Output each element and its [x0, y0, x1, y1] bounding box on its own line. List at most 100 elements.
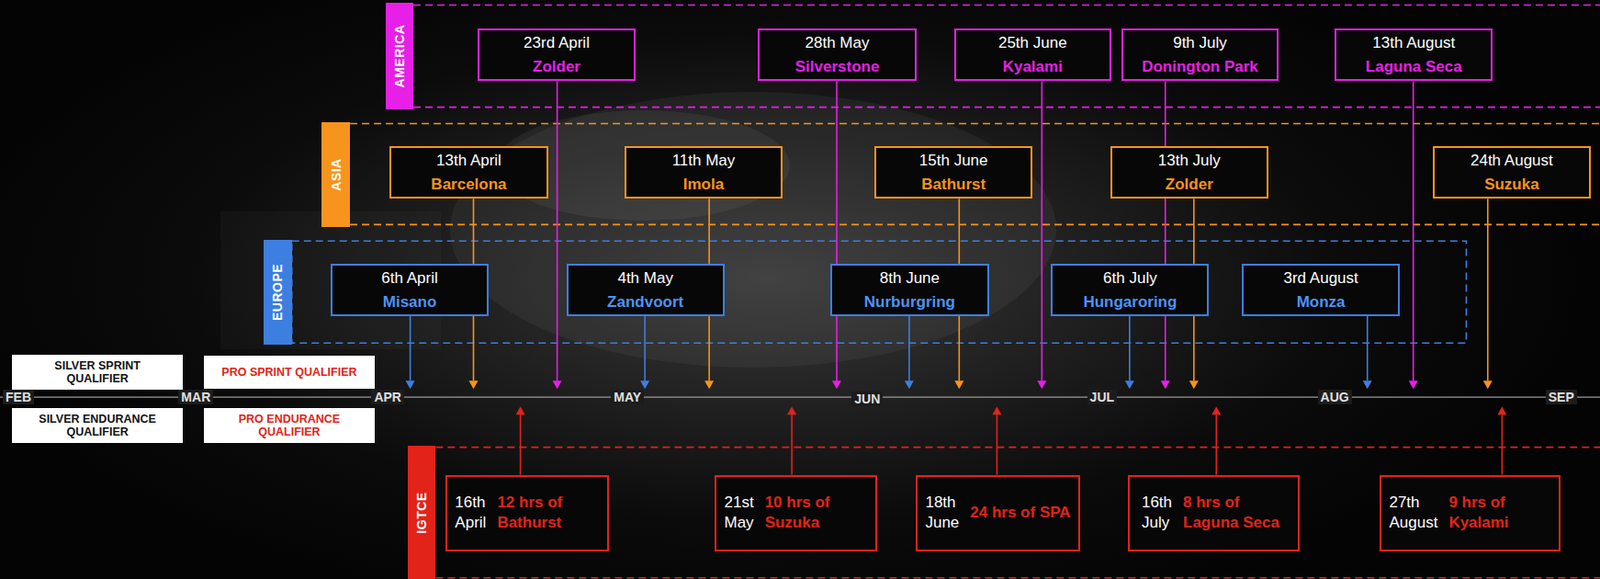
race-date: 21st May	[723, 492, 754, 533]
band-box: IGTCE	[407, 445, 436, 578]
leader-line	[908, 315, 911, 381]
venue-name: Nurburgring	[864, 292, 956, 312]
qual-content: SILVER SPRINT QUALIFIER	[28, 359, 167, 385]
qualifier-label: SILVER ENDURANCE QUALIFIER	[28, 412, 167, 439]
date-content: 6th JulyHungaroring	[1082, 268, 1177, 312]
band-line	[435, 446, 1600, 449]
leader-line	[1412, 80, 1415, 381]
event-date: 9th July	[1172, 33, 1228, 53]
leader-arrowhead	[1408, 380, 1419, 389]
layout-lines	[0, 5, 1600, 578]
car-silhouette	[450, 91, 1057, 368]
leader-arrowhead	[1036, 380, 1047, 389]
leader-line	[996, 414, 999, 474]
leader-arrowhead	[1483, 380, 1493, 389]
month-label: FEB	[2, 389, 34, 405]
race-title: 8 hrs of Laguna Seca	[1183, 492, 1286, 533]
date-content: 11th MayImola	[672, 150, 736, 194]
leader-line	[1040, 80, 1043, 381]
month-label: MAR	[178, 389, 214, 405]
venue-name: Silverstone	[795, 56, 880, 77]
date-box: 9th JulyDonington Park	[1121, 28, 1279, 81]
europe-region	[292, 240, 1467, 343]
month-label: MAY	[610, 389, 644, 405]
event-date: 8th June	[879, 268, 940, 288]
date-box: 3rd AugustMonza	[1241, 263, 1400, 316]
venue-name: Zandvoort	[607, 292, 684, 312]
leader-line	[1487, 198, 1489, 381]
date-content: 3rd AugustMonza	[1284, 268, 1359, 312]
venue-name: Misano	[383, 292, 438, 312]
date-box: 23rd AprilZolder	[477, 28, 636, 81]
leader-arrowhead	[787, 405, 797, 415]
qualifier-label: SILVER SPRINT QUALIFIER	[28, 359, 167, 385]
race-content: 16th April 12 hrs of Bathurst	[454, 492, 600, 533]
race-date: 27th August	[1388, 492, 1438, 533]
venue-name: Monza	[1296, 292, 1346, 312]
date-box: 13th JulyZolder	[1110, 146, 1269, 199]
timeline	[0, 395, 1600, 397]
date-box: 4th MayZandvoort	[566, 263, 725, 316]
event-date: 6th April	[381, 268, 438, 288]
venue-name: Barcelona	[430, 174, 507, 194]
leader-line	[835, 80, 838, 381]
qual-box: SILVER SPRINT QUALIFIER	[11, 354, 183, 390]
band-line	[413, 106, 1600, 109]
date-content: 8th JuneNurburgring	[864, 268, 956, 312]
race-title: 9 hrs of Kyalami	[1448, 492, 1552, 533]
leader-line	[1164, 80, 1167, 381]
race-content: 27th August9 hrs of Kyalami	[1388, 492, 1552, 533]
race-box: 27th August9 hrs of Kyalami	[1379, 474, 1561, 552]
race-title: 12 hrs of Bathurst	[496, 492, 600, 533]
date-content: 13th JulyZolder	[1158, 150, 1221, 194]
venue-name: Donington Park	[1141, 56, 1259, 77]
qualifier-label: PRO SPRINT QUALIFIER	[221, 365, 357, 379]
qual-box: PRO ENDURANCE QUALIFIER	[203, 407, 375, 443]
qualifier-label: PRO ENDURANCE QUALIFIER	[220, 412, 359, 439]
band-box: ASIA	[321, 122, 350, 226]
month-label: JUL	[1087, 389, 1117, 405]
qual-content: PRO SPRINT QUALIFIER	[221, 365, 357, 379]
leader-line	[643, 315, 646, 381]
event-date: 15th June	[919, 150, 989, 170]
leader-arrowhead	[704, 380, 714, 389]
date-content: 9th JulyDonington Park	[1141, 33, 1259, 77]
leader-arrowhead	[516, 405, 526, 415]
event-date: 13th August	[1372, 33, 1455, 53]
month-label: APR	[371, 389, 405, 405]
event-date: 23rd April	[523, 33, 590, 53]
date-content: 24th AugustSuzuka	[1470, 150, 1554, 194]
race-box: 16th April 12 hrs of Bathurst	[445, 474, 609, 552]
leader-arrowhead	[1160, 380, 1171, 389]
leader-arrowhead	[991, 405, 1002, 415]
date-content: 15th JuneBathurst	[919, 150, 989, 194]
venue-name: Bathurst	[921, 174, 986, 194]
date-box: 24th AugustSuzuka	[1432, 146, 1591, 199]
leader-arrowhead	[1363, 380, 1373, 389]
date-box: 6th AprilMisano	[330, 263, 489, 316]
band-line	[349, 224, 1600, 226]
leader-line	[1215, 414, 1217, 474]
race-box: 21st May10 hrs of Suzuka	[714, 474, 877, 552]
date-content: 28th MaySilverstone	[795, 33, 880, 77]
band-line	[435, 576, 1600, 579]
band-box: AMERICA	[385, 2, 414, 110]
date-box: 13th AugustLaguna Seca	[1334, 28, 1493, 81]
leader-arrowhead	[1189, 380, 1199, 389]
qual-content: PRO ENDURANCE QUALIFIER	[220, 412, 359, 439]
race-date: 16th July	[1141, 492, 1172, 533]
leader-arrowhead	[904, 380, 914, 389]
race-date: 18th June	[924, 492, 959, 533]
race-date: 16th April	[454, 492, 486, 533]
event-date: 13th April	[436, 150, 502, 170]
qual-box: PRO SPRINT QUALIFIER	[203, 355, 375, 390]
date-content: 13th AprilBarcelona	[430, 150, 507, 194]
event-date: 24th August	[1470, 150, 1554, 170]
band-line	[349, 123, 1600, 125]
leader-arrowhead	[1125, 380, 1135, 389]
band-label: IGTCE	[414, 491, 429, 533]
venue-name: Zolder	[1165, 174, 1214, 194]
date-content: 23rd AprilZolder	[523, 33, 590, 77]
event-date: 13th July	[1158, 150, 1221, 170]
